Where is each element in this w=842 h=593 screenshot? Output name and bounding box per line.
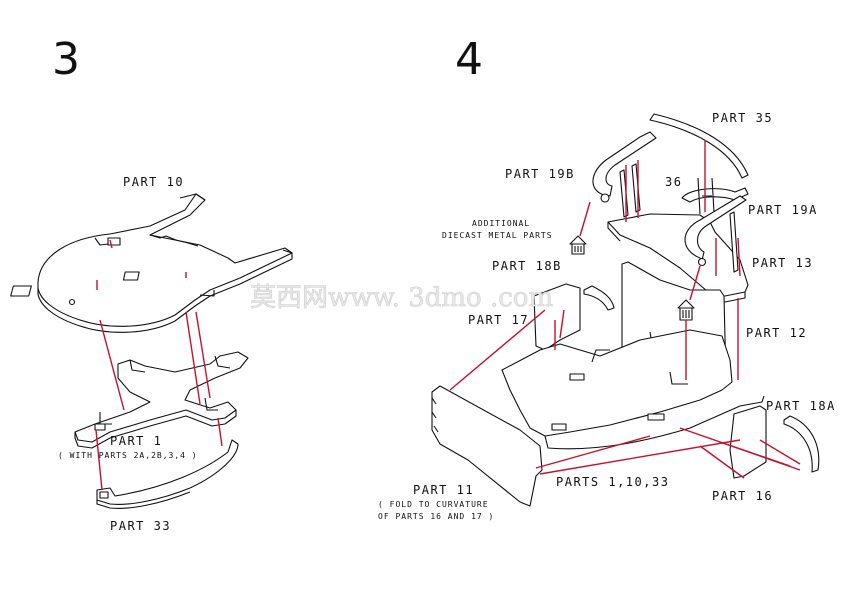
step4-guide-lines (449, 140, 801, 479)
label-part-1-note: ( WITH PARTS 2A,2B,3,4 ) (58, 451, 198, 460)
label-part-19a: PART 19A (748, 203, 818, 217)
step3-guide-lines (95, 239, 223, 491)
label-part-18a: PART 18A (766, 399, 836, 413)
part-11-panel (431, 385, 543, 507)
label-part-11: PART 11 (413, 483, 474, 497)
label-part-11-note-2: OF PARTS 16 AND 17 ) (378, 512, 494, 521)
part-35-rail (649, 113, 749, 179)
label-part-35: PART 35 (712, 111, 773, 125)
part-36-19a (681, 177, 749, 273)
watermark: 莫西网www. 3dmo .com (250, 283, 553, 313)
main-hull (501, 329, 765, 450)
label-part-13: PART 13 (752, 256, 813, 270)
label-part-17: PART 17 (468, 313, 529, 327)
part-1-frame (74, 351, 249, 449)
label-part-36: 36 (665, 175, 682, 189)
part-16-panel (729, 405, 767, 479)
part-33-rail (96, 439, 239, 509)
label-part-12: PART 12 (746, 326, 807, 340)
label-part-33: PART 33 (110, 519, 171, 533)
label-diecast: DIECAST METAL PARTS (442, 231, 553, 240)
label-part-11-note-1: ( FOLD TO CURVATURE (378, 500, 489, 509)
label-additional: ADDITIONAL (472, 219, 530, 228)
label-part-19b: PART 19B (505, 167, 575, 181)
part-13-deck (607, 213, 749, 305)
part-10-deck (10, 193, 293, 333)
label-part-16: PART 16 (712, 489, 773, 503)
label-part-18b: PART 18B (492, 259, 562, 273)
part-18a-rail (783, 415, 820, 473)
step-number-4: 4 (455, 34, 483, 85)
step-number-3: 3 (52, 34, 80, 85)
diecast-lantern-1 (569, 235, 587, 255)
label-part-10: PART 10 (123, 175, 184, 189)
part-19b-bracket (592, 131, 657, 218)
label-parts-1-10-33: PARTS 1,10,33 (556, 475, 669, 489)
label-part-1: PART 1 (110, 434, 162, 448)
part-18b-panel (533, 283, 615, 351)
